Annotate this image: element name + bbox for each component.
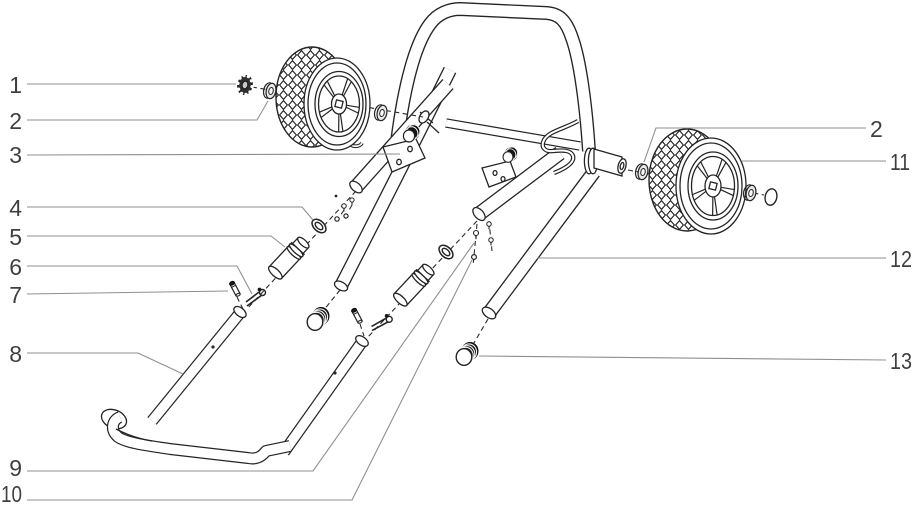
callout-label-7: 7	[9, 282, 22, 308]
leader-line-4	[27, 206, 314, 221]
bracket-hole	[492, 169, 498, 177]
callout-label-4: 4	[9, 195, 22, 221]
axle-end	[617, 158, 627, 174]
leader-line-9	[27, 242, 475, 472]
callout-label-10: 10	[1, 481, 22, 507]
screw-left-2	[349, 197, 355, 206]
right-long-rail-end	[481, 306, 497, 320]
left-cluster-dash-2	[347, 204, 353, 213]
leader-line-13	[478, 355, 887, 361]
leader-line-8	[27, 352, 184, 375]
left-long-rail-end	[333, 280, 349, 292]
right-hub-square-hole	[708, 181, 718, 191]
callout-label-9: 9	[9, 455, 22, 481]
leader-line-6	[27, 265, 253, 295]
left-leg-pin-hole	[211, 345, 215, 349]
callout-label-1: 1	[9, 72, 22, 98]
left-axle-stub	[418, 110, 430, 124]
callout-label-11: 11	[890, 149, 910, 175]
cart-frame	[333, 2, 627, 320]
leg-weldment	[100, 305, 369, 465]
right-leg-open-end	[355, 334, 369, 348]
clip-part-6	[245, 287, 267, 307]
right-wheel-rim	[687, 151, 739, 221]
leader-line-7	[26, 290, 229, 295]
pin-right	[351, 307, 363, 324]
left-pin-dash	[236, 296, 244, 310]
leader-line-10	[27, 259, 473, 501]
ball-left-2	[343, 213, 349, 219]
foot-tip-flap	[115, 428, 153, 442]
leader-line-2-left	[27, 100, 269, 121]
callouts: 1 2 3 4 5 6 7 8 9 10 2 11 12 13	[1, 72, 912, 507]
end-cap-right	[764, 188, 778, 206]
axle-end-hole	[619, 161, 625, 171]
bracket-hole	[500, 175, 506, 183]
left-leg-open-end	[233, 305, 247, 319]
axle-body	[593, 148, 623, 177]
small-parts	[229, 194, 494, 367]
o-ring-part-4	[311, 218, 327, 234]
left-hub-square-hole	[334, 99, 344, 109]
screw-right-3	[488, 237, 494, 246]
callout-label-5: 5	[9, 224, 22, 250]
washer-part-2-right	[634, 163, 649, 181]
callout-label-6: 6	[9, 254, 22, 280]
bracket-hole	[407, 145, 413, 153]
foot-cap-part-13	[455, 342, 479, 367]
bracket-hole	[396, 158, 402, 166]
callout-label-3: 3	[9, 142, 22, 168]
leader-line-3	[26, 153, 401, 156]
left-lock-knob	[402, 124, 421, 143]
spacer-part-5	[267, 236, 310, 280]
left-axle-bracket	[382, 138, 426, 173]
ball-part-10	[471, 254, 478, 261]
screw-part-9	[472, 229, 480, 240]
right-leg-pin-hole	[333, 371, 337, 375]
callout-label-13: 13	[890, 348, 912, 374]
right-upper-rail-end	[472, 206, 486, 222]
leader-line-5	[27, 235, 286, 248]
callout-label-2-right: 2	[870, 116, 883, 142]
left-wheel-rim	[314, 70, 364, 138]
o-ring-right	[438, 244, 454, 260]
pin-part-7	[229, 280, 241, 297]
leader-line-2-right	[643, 127, 866, 163]
hub-cap-scallops	[236, 73, 254, 97]
screw-right-2	[486, 221, 492, 230]
right-lock-knob	[502, 146, 519, 163]
callout-label-8: 8	[9, 341, 22, 367]
left-upper-rail-end	[349, 180, 363, 194]
right-pin-dash	[359, 323, 365, 337]
spacer-right	[392, 263, 435, 307]
callout-label-2: 2	[9, 108, 22, 134]
right-axle-bracket	[481, 160, 517, 188]
screw-left-1	[341, 203, 347, 212]
hub-cap-part-1	[236, 73, 254, 97]
left-cap-dash	[322, 289, 341, 312]
left-cluster-dash-1	[339, 209, 345, 217]
right-wheel-spokes	[692, 159, 735, 216]
foot-cap-left	[306, 307, 330, 332]
washer-inner-left	[373, 104, 388, 122]
right-wheel-hub	[704, 174, 722, 198]
washer-inner-right	[742, 184, 757, 202]
detent-dot	[334, 194, 338, 198]
left-wheel-hub	[330, 93, 348, 115]
ball-left-1	[334, 216, 340, 222]
left-wheel-spokes	[319, 78, 360, 133]
clip-right	[371, 314, 393, 332]
callout-label-12: 12	[890, 246, 912, 272]
right-wheel-assembly	[648, 128, 747, 235]
washer-part-2-left	[262, 82, 277, 100]
left-wheel-assembly	[275, 46, 371, 151]
